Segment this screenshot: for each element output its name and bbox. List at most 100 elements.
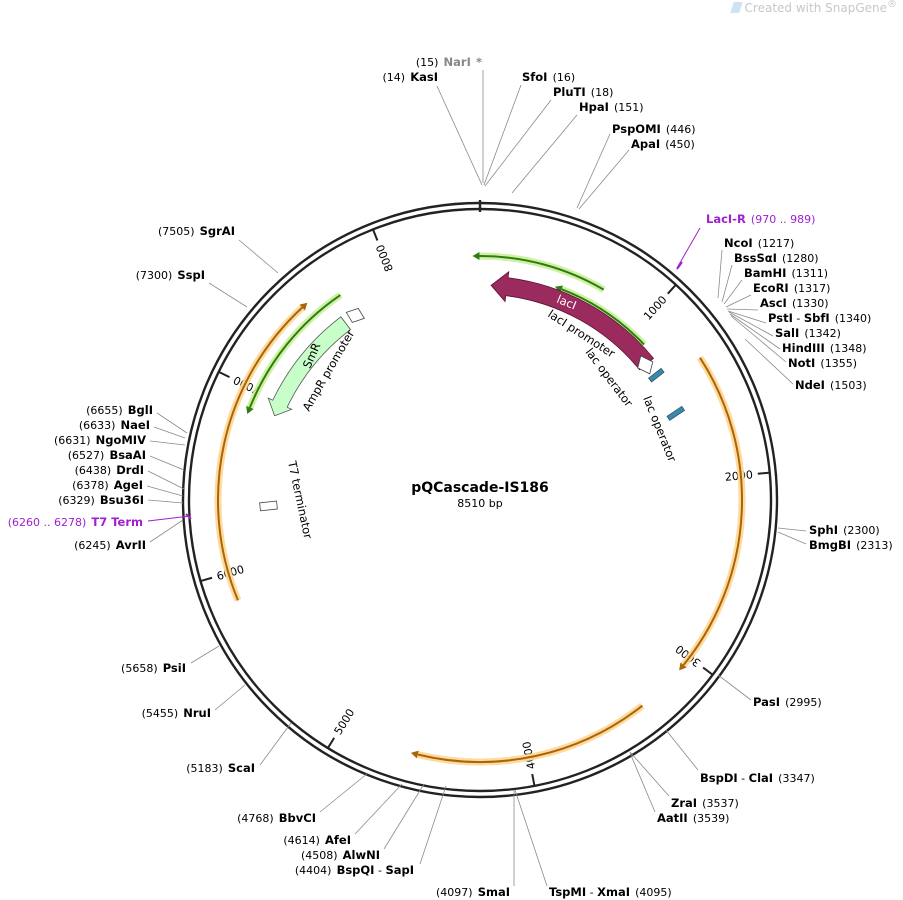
site-afei[interactable]: (4614) AfeI <box>283 829 351 848</box>
svg-text:(6655) BglI: (6655) BglI <box>86 399 153 418</box>
site-pluti[interactable]: PluTI (18) <box>553 81 613 100</box>
t7-terminator-label: T7 terminator <box>285 459 315 541</box>
leader-line <box>354 783 403 835</box>
site-psti[interactable]: PstI - SbfI (1340) <box>768 307 871 326</box>
leader-line <box>777 527 807 532</box>
site-naei[interactable]: (6633) NaeI <box>79 414 150 433</box>
svg-text:HpaI (151): HpaI (151) <box>579 96 644 115</box>
svg-text:(4404) BspQI - SapI: (4404) BspQI - SapI <box>295 859 414 878</box>
svg-text:BamHI (1311): BamHI (1311) <box>744 262 828 281</box>
orf-orange-left[interactable] <box>214 302 308 602</box>
site-sspi[interactable]: (7300) SspI <box>136 264 205 283</box>
leader-line <box>729 313 781 350</box>
plasmid-size: 8510 bp <box>457 497 502 510</box>
tick-mark <box>218 370 230 379</box>
leader-line <box>725 294 752 308</box>
leader-line <box>149 519 184 543</box>
laci-feature[interactable]: lacI <box>490 270 655 371</box>
site-hindiii[interactable]: HindIII (1348) <box>782 337 867 356</box>
site-bsss-i[interactable]: BssSαI (1280) <box>734 247 819 266</box>
tick-label: 8000 <box>374 243 396 274</box>
site-ncoi[interactable]: NcoI (1217) <box>724 232 794 251</box>
orf-orange-left-head <box>299 302 308 311</box>
site-bmgbi[interactable]: BmgBI (2313) <box>809 534 893 553</box>
orf-green-inner[interactable] <box>555 285 647 347</box>
leader-line <box>149 440 186 446</box>
site-psii[interactable]: (5658) PsiI <box>121 657 186 676</box>
site-t7-term[interactable]: (6260 .. 6278) T7 Term <box>8 511 143 530</box>
site-bbvci[interactable]: (4768) BbvCI <box>237 807 316 826</box>
tick-label: 1000 <box>641 293 669 322</box>
site-ecori[interactable]: EcoRI (1317) <box>753 277 830 296</box>
laci-promoter-feature[interactable] <box>637 355 654 375</box>
site-avrii[interactable]: (6245) AvrII <box>74 534 146 553</box>
site-scai[interactable]: (5183) ScaI <box>186 757 255 776</box>
laci-r-primer-mark <box>676 261 683 270</box>
site-bamhi[interactable]: BamHI (1311) <box>744 262 828 281</box>
leader-line <box>419 785 447 865</box>
svg-text:SfoI (16): SfoI (16) <box>522 66 575 85</box>
site-aatii[interactable]: AatII (3539) <box>657 807 729 826</box>
svg-text:NdeI (1503): NdeI (1503) <box>795 374 867 393</box>
site-agei[interactable]: (6378) AgeI <box>72 474 143 493</box>
site-sali[interactable]: SalI (1342) <box>775 322 841 341</box>
orf-orange-bottom[interactable] <box>410 702 645 766</box>
svg-text:(5658) PsiI: (5658) PsiI <box>121 657 186 676</box>
svg-text:(6260 .. 6278) T7 Term: (6260 .. 6278) T7 Term <box>8 511 143 530</box>
leader-line <box>156 412 188 434</box>
ampr-promoter-feature[interactable] <box>345 307 365 323</box>
svg-text:(7300) SspI: (7300) SspI <box>136 264 205 283</box>
site-alwni[interactable]: (4508) AlwNI <box>301 844 380 863</box>
site-nrui[interactable]: (5455) NruI <box>142 702 211 721</box>
site-laci-r[interactable]: LacI-R (970 .. 989) <box>706 208 815 227</box>
site-pasi[interactable]: PasI (2995) <box>753 691 822 710</box>
orf-green-top-head <box>472 252 480 261</box>
leader-line <box>728 311 774 337</box>
t7-terminator-feature[interactable] <box>259 500 278 512</box>
leader-line <box>777 531 807 545</box>
tick-mark <box>531 773 536 787</box>
site-zrai[interactable]: ZraI (3537) <box>671 792 739 811</box>
site-bspqi[interactable]: (4404) BspQI - SapI <box>295 859 414 878</box>
orf-green-top[interactable] <box>472 252 606 293</box>
site-nari[interactable]: (15) NarI * <box>416 51 482 70</box>
tick-mark <box>327 737 336 749</box>
site-asci[interactable]: AscI (1330) <box>760 292 829 311</box>
site-bsu36i[interactable]: (6329) Bsu36I <box>58 489 144 508</box>
t7-term-primer-leader <box>147 515 191 522</box>
leader-line <box>576 133 611 209</box>
site-ngomiv[interactable]: (6631) NgoMIV <box>54 429 146 448</box>
site-bsaai[interactable]: (6527) BsaAI <box>68 444 146 463</box>
orf-arrows <box>214 252 746 766</box>
leader-line <box>383 783 425 850</box>
site-kasi[interactable]: (14) KasI <box>383 66 438 85</box>
orf-green-inner-head <box>555 285 563 293</box>
site-sfoi[interactable]: SfoI (16) <box>522 66 575 85</box>
svg-text:(4508) AlwNI: (4508) AlwNI <box>301 844 380 863</box>
leader-line <box>665 729 699 771</box>
site-bspdi[interactable]: BspDI - ClaI (3347) <box>700 767 815 786</box>
leader-line <box>629 751 670 797</box>
lac-operator-feature-2[interactable] <box>666 405 686 421</box>
tick-mark <box>702 666 714 676</box>
site-hpai[interactable]: HpaI (151) <box>579 96 644 115</box>
site-smai[interactable]: (4097) SmaI <box>436 881 510 900</box>
orf-green-left[interactable] <box>246 292 343 415</box>
site-sgrai[interactable]: (7505) SgrAI <box>158 220 235 239</box>
site-bgli[interactable]: (6655) BglI <box>86 399 153 418</box>
laci-r-primer-leader <box>676 227 701 269</box>
svg-text:(6631) NgoMIV: (6631) NgoMIV <box>54 429 146 448</box>
site-apai[interactable]: ApaI (450) <box>631 133 695 152</box>
svg-text:(7505) SgrAI: (7505) SgrAI <box>158 220 235 239</box>
leader-line <box>717 249 723 299</box>
site-tspmi[interactable]: TspMI - XmaI (4095) <box>549 881 672 900</box>
svg-text:SphI (2300): SphI (2300) <box>809 519 880 538</box>
site-ndei[interactable]: NdeI (1503) <box>795 374 867 393</box>
site-drdi[interactable]: (6438) DrdI <box>75 459 144 478</box>
site-noti[interactable]: NotI (1355) <box>788 352 857 371</box>
lac-operator-feature-1[interactable] <box>648 367 665 383</box>
site-pspomi[interactable]: PspOMI (446) <box>612 118 696 137</box>
leader-line <box>730 315 787 363</box>
orf-orange-right[interactable] <box>679 355 746 671</box>
site-sphi[interactable]: SphI (2300) <box>809 519 880 538</box>
